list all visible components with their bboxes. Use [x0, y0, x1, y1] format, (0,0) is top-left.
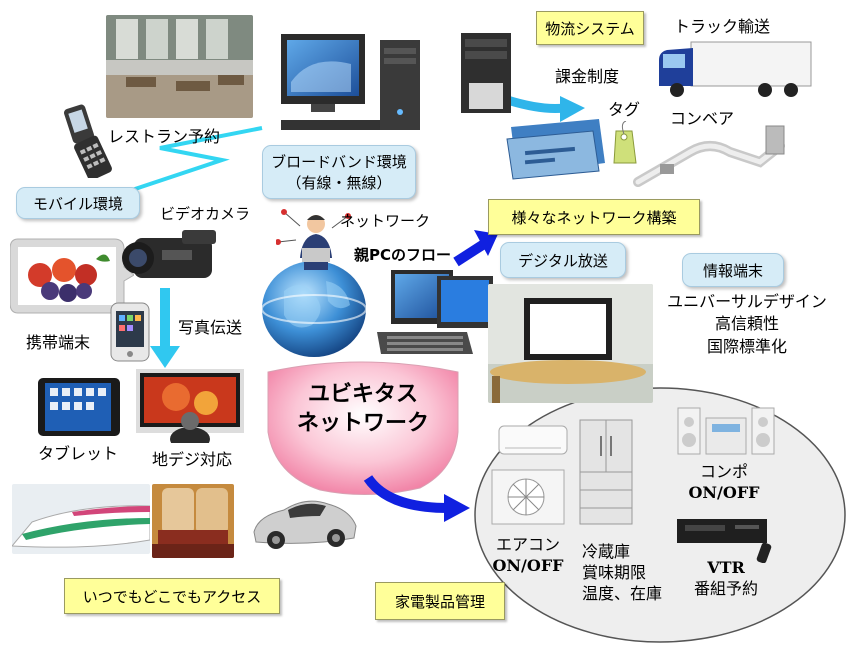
appliance-arrow: [363, 475, 449, 513]
billing-system-label: 課金制度: [555, 67, 620, 86]
high-reliability-label: 高信頼性: [714, 314, 779, 334]
digital-tv-label: 地デジ対応: [152, 450, 233, 469]
sports-car-icon: [253, 500, 357, 549]
video-camera-label: ビデオカメラ: [160, 205, 251, 223]
tablet-label: タブレット: [38, 444, 119, 463]
flat-tv-icon: [136, 369, 244, 443]
smartphone-icon: [110, 302, 150, 362]
pc-tower-icon: [380, 40, 420, 130]
network-label: ネットワーク: [340, 212, 431, 230]
info-terminal-label: 情報端末: [702, 261, 763, 280]
vtr-label: VTR: [707, 558, 745, 577]
various-networks-label: 様々なネットワーク構築: [511, 208, 677, 227]
wireless-bolt: [131, 126, 263, 192]
international-std-label: 国際標準化: [706, 336, 787, 356]
stereo-label: コンポ: [699, 462, 748, 481]
mobile-terminal-label: 携帯端末: [26, 333, 91, 352]
mobile-env-label: モバイル環境: [32, 194, 123, 213]
tag-label: タグ: [608, 100, 641, 119]
mobile-env-box: モバイル環境: [16, 187, 140, 219]
photo-transfer-label: 写真伝送: [178, 318, 243, 337]
aircon-label: エアコン: [495, 535, 560, 554]
parent-pc-flow-label: 親PCのフロー: [354, 246, 452, 264]
network-arrow: [453, 239, 487, 267]
info-terminal-box: 情報端末: [682, 253, 784, 287]
digital-frame-tv-icon: [488, 284, 653, 403]
universal-design-label: ユニバーサルデザイン: [667, 292, 827, 311]
ubiquitous-line2: ネットワーク: [296, 409, 429, 436]
fridge-icon: [579, 419, 633, 525]
appliance-mgmt-label: 家電製品管理: [394, 592, 485, 611]
fridge-label-line1: 冷蔵庫: [582, 542, 631, 561]
truck-transport-label: トラック輸送: [674, 17, 771, 36]
vtr-text: VTR 番組予約: [686, 558, 766, 600]
fridge-label-line2: 賞味期限: [582, 562, 647, 582]
restaurant-photo: [106, 15, 253, 118]
aircon-indoor-icon: [498, 425, 568, 455]
vtr-schedule-label: 番組予約: [693, 578, 758, 598]
aircon-outdoor-icon: [491, 469, 565, 525]
aircon-text: エアコン ON/OFF: [486, 535, 570, 577]
ubiquitous-line1: ユビキタス: [307, 381, 418, 407]
vtr-icon: [677, 519, 772, 563]
digital-broadcast-box: デジタル放送: [500, 242, 626, 278]
ubiquitous-network-title: ユビキタス ネットワーク: [270, 380, 456, 437]
logistics-system-box: 物流システム: [536, 11, 644, 45]
fruit-bowl-icon: [10, 238, 134, 314]
access-anywhere-label: いつでもどこでもアクセス: [82, 587, 262, 606]
laptop-pc-icon: [377, 270, 493, 354]
access-anywhere-box: いつでもどこでもアクセス: [64, 578, 280, 614]
fridge-label-line3: 温度、在庫: [582, 583, 663, 603]
server-tower-icon: [461, 33, 511, 113]
conveyor-icon: [633, 125, 785, 187]
fridge-text: 冷蔵庫 賞味期限 温度、在庫: [582, 542, 662, 604]
billing-card-icon: [506, 119, 605, 180]
video-camera-icon: [122, 230, 216, 278]
broadband-env-label-line1: ブロードバンド環境: [271, 153, 407, 171]
various-networks-box: 様々なネットワーク構築: [488, 199, 700, 235]
broadband-env-label-line2: （有線・無線）: [286, 174, 392, 192]
aircon-onoff-label: ON/OFF: [492, 555, 564, 575]
businessman-icon: [276, 209, 351, 270]
flip-phone-icon: [64, 104, 112, 178]
stereo-text: コンポ ON/OFF: [684, 462, 764, 504]
stereo-onoff-label: ON/OFF: [688, 482, 760, 502]
desktop-pc-icon: [281, 34, 381, 130]
conveyor-label: コンベア: [670, 109, 735, 128]
appliance-mgmt-box: 家電製品管理: [375, 582, 505, 620]
tablet-icon: [38, 378, 120, 436]
restaurant-reservation-label: レストラン予約: [108, 127, 221, 146]
broadband-env-box: ブロードバンド環境 （有線・無線）: [262, 145, 416, 199]
digital-broadcast-label: デジタル放送: [518, 251, 608, 270]
tag-icon: [613, 121, 637, 164]
info-terminal-features: ユニバーサルデザイン 高信頼性 国際標準化: [652, 291, 842, 358]
stereo-icon: [677, 407, 775, 455]
bullet-train-icon: [12, 484, 150, 554]
truck-icon: [659, 41, 812, 97]
ubiquitous-blob: [267, 361, 459, 496]
logistics-system-label: 物流システム: [545, 19, 635, 38]
globe-icon: [261, 261, 367, 357]
train-seat-icon: [152, 484, 234, 558]
